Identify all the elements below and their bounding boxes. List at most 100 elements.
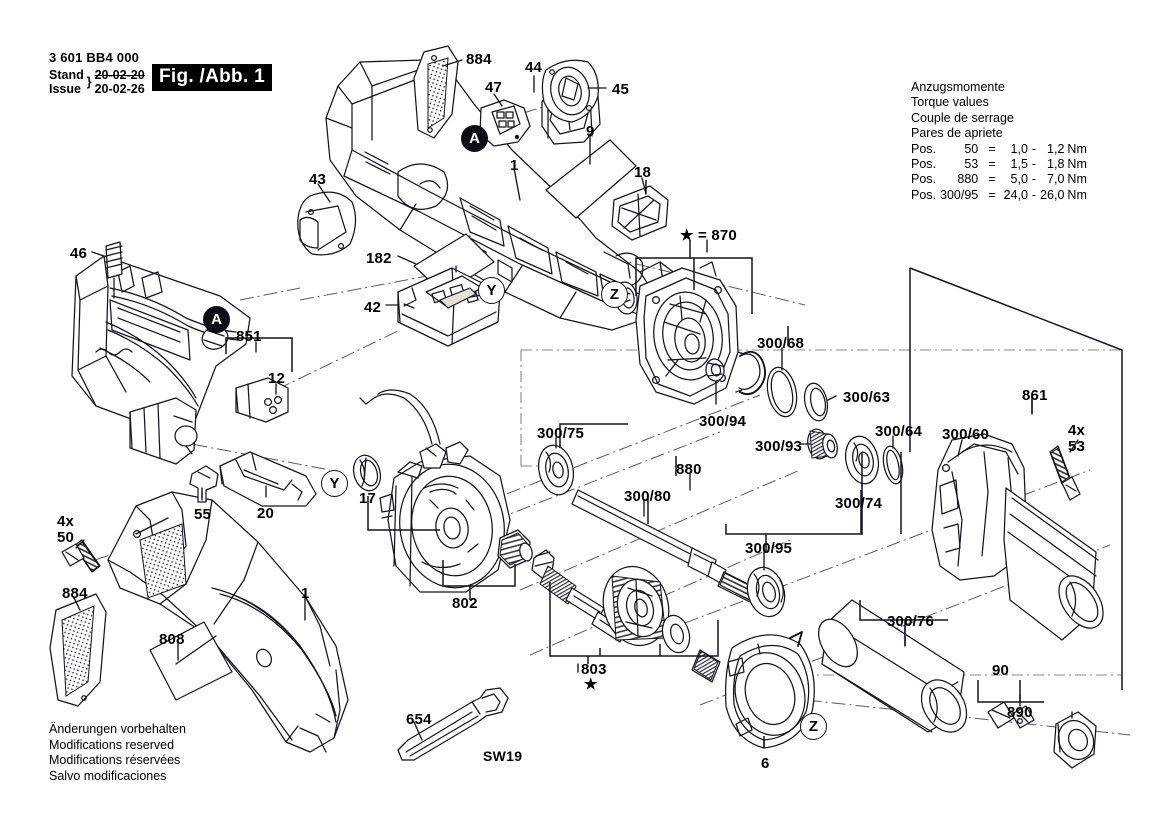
part-1-handle-housing: [107, 491, 349, 753]
part-43-end-cap: [297, 191, 357, 256]
callout-654: 654: [406, 711, 432, 728]
callout-300-75: 300/75: [537, 425, 585, 442]
part-300-94-bushing: [705, 358, 725, 382]
part-803-washer: [661, 614, 691, 654]
part-46-spring: [105, 241, 123, 299]
ref-marker-a-top: A: [461, 125, 488, 152]
footer-line-en: Modifications reserved: [49, 737, 175, 752]
callout-870: ★ = 870: [680, 227, 737, 244]
part-300-75-bearing: [537, 444, 575, 496]
callout-44: 44: [525, 59, 543, 76]
callout-884-handle: 884: [62, 585, 88, 602]
part-300-68-o-ring: [766, 366, 798, 418]
issue-label: Issue: [49, 82, 81, 96]
callout-300-74: 300/74: [835, 495, 883, 512]
callout-42: 42: [364, 299, 382, 316]
torque-values-block: Anzugsmomente Torque values Couple de se…: [911, 80, 1087, 203]
callout-300-94: 300/94: [699, 413, 747, 430]
torque-row: Pos. 300/95 = 24,0 - 26,0 Nm: [911, 187, 1087, 202]
part-300-60-gear-head: [931, 433, 1104, 641]
callout-1-handle: 1: [301, 585, 310, 602]
callout-884-top: 884: [466, 51, 492, 68]
figure-badge: Fig. /Abb. 1: [152, 64, 272, 91]
part-890-cap: [1053, 711, 1097, 769]
part-55-clip: [189, 465, 219, 503]
part-870-circlip: [735, 350, 766, 396]
callout-46: 46: [70, 245, 88, 262]
callout-880: 880: [676, 461, 702, 478]
part-803-sleeve: [691, 649, 721, 683]
callout-803: 803: [581, 661, 607, 678]
part-300-93-pinion: [807, 428, 838, 460]
torque-row: Pos. 50 = 1,0 - 1,2 Nm: [911, 141, 1087, 156]
callout-47: 47: [485, 79, 503, 96]
callout-90: 90: [992, 662, 1010, 679]
callout-43: 43: [309, 171, 327, 188]
callout-300-64: 300/64: [875, 423, 923, 440]
callout-45: 45: [612, 81, 630, 98]
callout-861: 861: [1022, 387, 1048, 404]
callout-50: 4x 50: [57, 513, 75, 546]
callout-182: 182: [366, 250, 392, 267]
part-884-vent-grille-handle: [49, 593, 107, 707]
torque-title-3: Pares de apriete: [911, 126, 1003, 141]
part-18-vent-insert: [611, 185, 669, 241]
part-20-lever: [219, 451, 317, 507]
issue-date: 20-02-26: [94, 82, 145, 96]
torque-table: Pos. 50 = 1,0 - 1,2 Nm Pos. 53 = 1,5 - 1…: [911, 142, 1087, 204]
callout-55: 55: [194, 506, 212, 523]
callout-18: 18: [634, 164, 652, 181]
part-870-gear-housing-assembly: [635, 261, 739, 405]
callout-300-95: 300/95: [745, 540, 793, 557]
part-45-control-knob: [541, 59, 599, 123]
part-number: 3 601 BB4 000: [49, 50, 140, 65]
footer-line-es: Salvo modificaciones: [49, 768, 167, 783]
callout-300-93: 300/93: [755, 438, 803, 455]
date-brace: }: [86, 75, 92, 89]
callout-1-top: 1: [510, 157, 519, 174]
footer-line-de: Änderungen vorbehalten: [49, 722, 186, 736]
bracket-groupings: [225, 180, 1123, 748]
part-851-switch-assembly: [71, 255, 251, 465]
callout-300-80: 300/80: [624, 488, 672, 505]
ref-marker-y-grip: Y: [321, 470, 348, 497]
callout-17: 17: [359, 490, 377, 507]
star-mark-803: ★: [584, 676, 598, 693]
callout-890: 890: [1007, 704, 1033, 721]
wrench-size-label: SW19: [483, 748, 523, 764]
part-300-63-ring: [803, 382, 829, 422]
part-9-label-plate: [545, 139, 637, 219]
callout-851: 851: [236, 328, 262, 345]
part-802-pinion: [497, 529, 533, 569]
part-884-vent-grille-top: [413, 45, 459, 139]
callout-20: 20: [257, 505, 275, 522]
callout-12: 12: [268, 370, 286, 387]
part-803-armature: [531, 549, 627, 643]
torque-title-1: Torque values: [911, 95, 989, 110]
callout-6: 6: [761, 755, 770, 772]
torque-title-0: Anzugsmomente: [911, 80, 1005, 94]
part-17-ring: [352, 454, 382, 492]
ref-marker-z-cover: Z: [800, 713, 827, 740]
ref-marker-a-switch: A: [203, 306, 230, 333]
callout-300-60: 300/60: [942, 426, 990, 443]
callout-53: 4x 53: [1068, 422, 1086, 455]
ref-marker-y-body: Y: [478, 277, 505, 304]
callout-300-63: 300/63: [843, 389, 891, 406]
revision-dates: Stand } 20-02-20 Issue 20-02-26: [49, 68, 145, 96]
part-300-80-spindle: [571, 489, 763, 605]
ref-marker-z-body: Z: [601, 281, 628, 308]
stand-label: Stand: [49, 68, 84, 82]
callout-808: 808: [159, 631, 185, 648]
callout-300-68: 300/68: [757, 335, 805, 352]
stand-date: 20-02-20: [94, 68, 145, 82]
part-803-fan-gear: [602, 565, 670, 647]
footer-line-fr: Modifications réservées: [49, 753, 181, 768]
part-300-64-ring: [882, 445, 904, 485]
callout-802: 802: [452, 595, 478, 612]
torque-row: Pos. 53 = 1,5 - 1,8 Nm: [911, 157, 1087, 172]
part-300-95-nut: [746, 566, 786, 618]
modifications-notice: Änderungen vorbehalten Modifications res…: [49, 722, 186, 784]
part-300-74-bearing: [844, 435, 880, 485]
